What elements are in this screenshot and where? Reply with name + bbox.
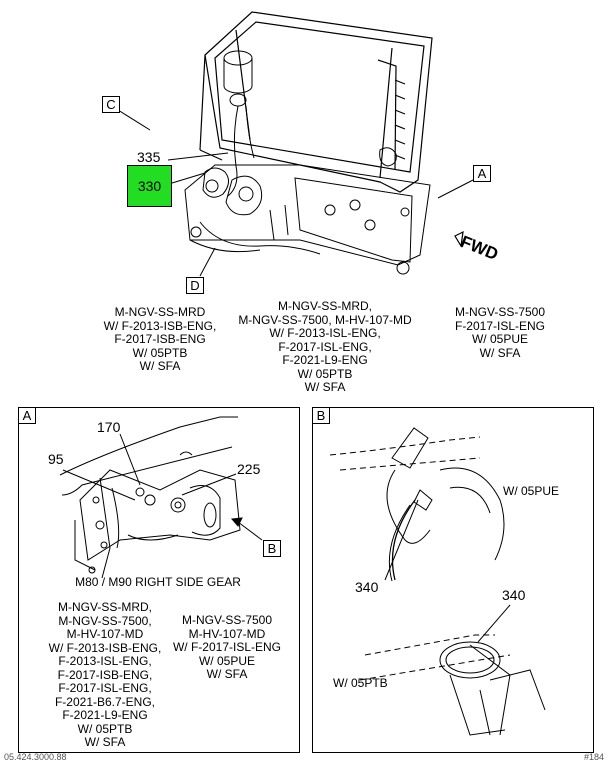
detail-panel-a — [18, 407, 300, 753]
view-label-d: D — [186, 277, 204, 294]
note-line: W/ SFA — [206, 667, 248, 681]
panel-b-lower-note: W/ 05PTB — [333, 676, 388, 690]
note-line: F-2017-ISB-ENG, — [57, 667, 153, 682]
note-line: M-HV-107-MD — [188, 626, 266, 641]
note-line: F-2017-ISL-ENG — [454, 318, 546, 333]
note-line: W/ SFA — [304, 380, 346, 394]
note-line: M-NGV-SS-7500, M-HV-107-MD — [238, 312, 412, 327]
leader-225 — [181, 473, 237, 496]
leader-a — [437, 179, 474, 199]
note-line: F-2017-ISB-ENG — [114, 332, 206, 346]
callout-335: 335 — [137, 149, 161, 165]
note-line: W/ F-2017-ISL-ENG — [172, 640, 282, 654]
note-line: W/ 05PUE — [198, 653, 255, 668]
leader-b-ref — [237, 521, 263, 541]
panel-a-caption: M80 / M90 RIGHT SIDE GEAR — [75, 575, 241, 589]
note-line: W/ SFA — [139, 359, 181, 373]
note-line: M-NGV-SS-7500 — [181, 613, 273, 627]
panel-b-artwork — [329, 427, 546, 736]
note-line: W/ F-2013-ISB-ENG, — [103, 318, 217, 333]
note-line: F-2017-ISL-ENG, — [278, 339, 372, 354]
panel-b-upper-note: W/ 05PUE — [503, 484, 560, 498]
view-label-a: A — [473, 165, 491, 182]
note-line: M-NGV-SS-7500, — [58, 613, 152, 628]
note-line: W/ F-2013-ISB-ENG, — [48, 640, 162, 655]
top-note-left: M-NGV-SS-MRD W/ F-2013-ISB-ENG, F-2017-I… — [75, 305, 245, 374]
panel-a-artwork — [59, 416, 241, 579]
note-line: M-NGV-SS-7500 — [454, 305, 546, 319]
leader-330 — [171, 172, 206, 184]
panel-a-label: A — [18, 407, 36, 424]
callout-225: 225 — [237, 461, 261, 477]
leader-170 — [119, 433, 141, 486]
leader-b-arrow — [230, 517, 243, 527]
leader-335 — [167, 152, 229, 161]
footer-doc-number: 05.424.3000.88 — [4, 752, 67, 762]
callout-170: 170 — [97, 419, 121, 435]
callout-330-highlight: 330 — [127, 165, 172, 207]
radiator-frame — [199, 11, 433, 193]
note-line: M-NGV-SS-MRD, — [278, 299, 372, 313]
note-line: W/ 05PUE — [471, 332, 528, 346]
top-note-middle: M-NGV-SS-MRD, M-NGV-SS-7500, M-HV-107-MD… — [235, 299, 415, 395]
leader-95 — [62, 469, 136, 501]
note-line: W/ SFA — [84, 735, 126, 749]
leader-d — [199, 247, 216, 277]
note-line: F-2021-L9-ENG — [62, 708, 148, 722]
note-line: W/ 05PTB — [132, 345, 188, 360]
callout-330: 330 — [137, 178, 162, 194]
panel-a-note-right: M-NGV-SS-7500 M-HV-107-MD W/ F-2017-ISL-… — [168, 613, 286, 682]
panel-a-note-left: M-NGV-SS-MRD, M-NGV-SS-7500, M-HV-107-MD… — [30, 600, 180, 750]
panel-b-label: B — [312, 407, 330, 424]
leader-340-upper — [384, 499, 419, 581]
note-line: M-HV-107-MD — [66, 627, 144, 641]
note-line: M-NGV-SS-MRD — [114, 305, 206, 319]
note-line: F-2017-ISL-ENG, — [58, 681, 152, 695]
reservoir — [223, 50, 255, 197]
steering-gear-assembly — [184, 147, 431, 275]
callout-340-lower: 340 — [502, 587, 526, 603]
note-line: F-2021-B6.7-ENG, — [54, 694, 156, 709]
callout-340-upper: 340 — [355, 579, 379, 595]
view-label-c: C — [102, 96, 120, 113]
note-line: W/ 05PTB — [297, 366, 353, 381]
footer-page-ref: #184 — [584, 752, 605, 762]
top-note-right: M-NGV-SS-7500 F-2017-ISL-ENG W/ 05PUE W/… — [420, 305, 580, 360]
note-line: F-2013-ISL-ENG, — [58, 654, 152, 668]
note-line: F-2021-L9-ENG — [282, 353, 368, 367]
fwd-arrow-shape — [454, 230, 464, 248]
panel-a-ref-label-b: B — [263, 540, 281, 557]
note-line: W/ SFA — [479, 345, 521, 360]
note-line: W/ 05PTB — [77, 721, 133, 736]
note-line: M-NGV-SS-MRD, — [58, 600, 152, 614]
leader-c — [117, 109, 151, 131]
note-line: W/ F-2013-ISL-ENG, — [269, 326, 381, 340]
callout-95: 95 — [48, 451, 64, 467]
detail-panel-b — [312, 407, 594, 753]
leader-340-lower — [477, 604, 511, 643]
